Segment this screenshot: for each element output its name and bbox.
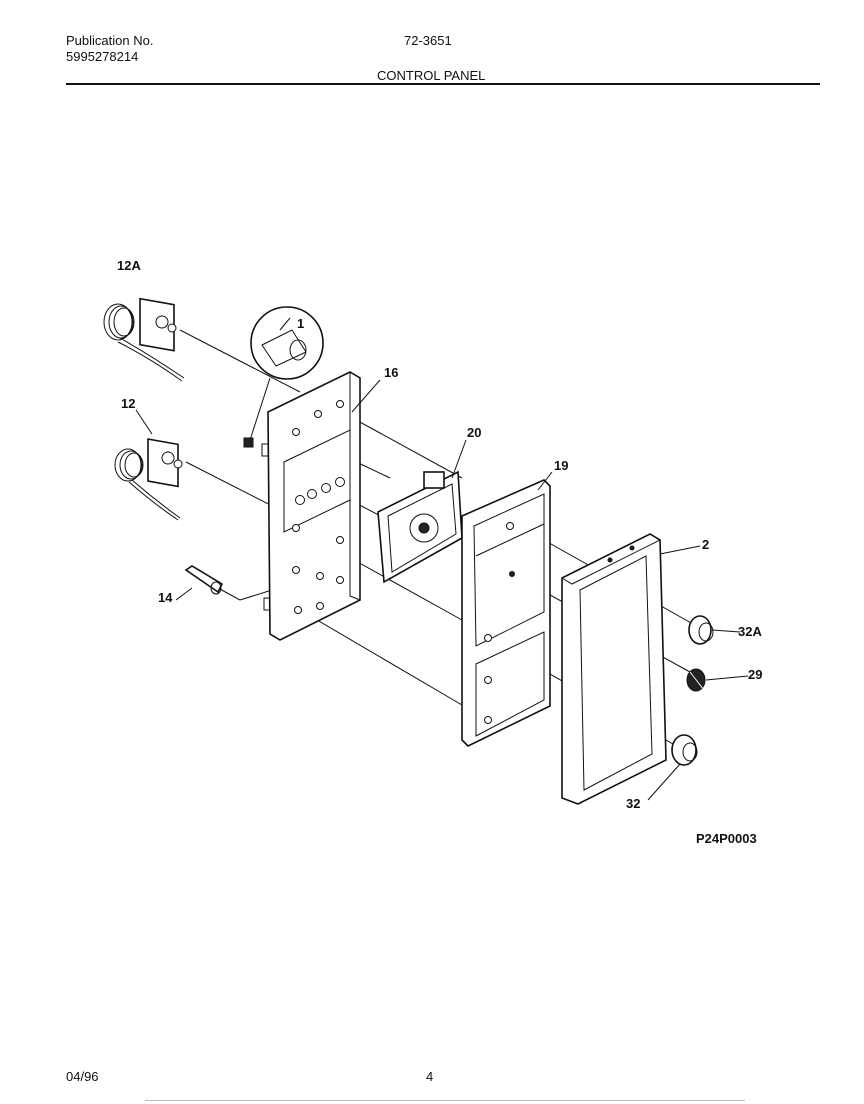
callout-1: 1 xyxy=(297,316,304,331)
part-12a-thermostat xyxy=(103,297,185,382)
header-rule xyxy=(66,83,820,85)
callout-2: 2 xyxy=(702,537,709,552)
footer-rule xyxy=(145,1100,745,1101)
section-title: CONTROL PANEL xyxy=(377,68,486,83)
footer-date: 04/96 xyxy=(66,1069,99,1084)
footer-page-number: 4 xyxy=(426,1069,434,1084)
model-number: 72-3651 xyxy=(404,33,452,48)
callout-20: 20 xyxy=(467,425,481,440)
figure-code: P24P0003 xyxy=(696,831,757,846)
part-19-overlay xyxy=(461,479,551,747)
publication-number: 5995278214 xyxy=(66,49,139,64)
callout-14: 14 xyxy=(158,590,173,605)
part-16-bracket xyxy=(261,371,361,641)
callout-leaders xyxy=(135,379,749,801)
publication-label: Publication No. xyxy=(66,33,154,48)
callout-16: 16 xyxy=(384,365,398,380)
part-20-timer xyxy=(377,470,463,584)
callout-32: 32 xyxy=(626,796,640,811)
callout-32a: 32A xyxy=(738,624,762,639)
callout-12: 12 xyxy=(121,396,135,411)
part-12-thermostat xyxy=(114,438,183,521)
part-32a-knob xyxy=(688,615,714,645)
part-1-detail xyxy=(243,306,324,448)
callout-12a: 12A xyxy=(117,258,141,273)
part-29-knob xyxy=(686,668,706,692)
part-2-frame xyxy=(560,533,667,805)
callout-19: 19 xyxy=(554,458,568,473)
part-32-knob xyxy=(671,734,698,766)
callout-29: 29 xyxy=(748,667,762,682)
part-14-switch xyxy=(184,565,224,595)
